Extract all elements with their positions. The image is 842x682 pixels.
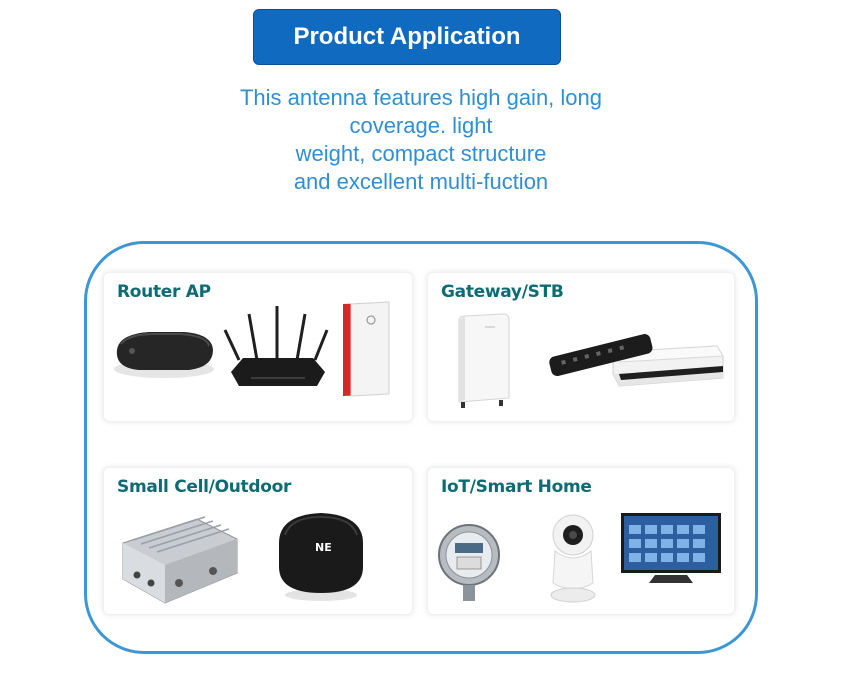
applications-frame [84, 241, 758, 654]
smart-meter-image [438, 524, 500, 601]
panel-title-small-cell: Small Cell/Outdoor [117, 477, 292, 497]
panel-router-ap: Router AP [103, 272, 413, 422]
router-antennas-image [223, 306, 329, 386]
panel-iot-smart-home: IoT/Smart Home [427, 467, 735, 615]
smart-camera-image [550, 514, 596, 603]
description-line-4: and excellent multi-fuction [293, 169, 549, 194]
outdoor-unit-image [122, 516, 238, 604]
gateway-image [458, 313, 510, 408]
description-line-1: This antenna features high gain, long [239, 85, 603, 110]
small-cell-round-image: NE [279, 513, 363, 601]
panel-small-cell-outdoor: Small Cell/Outdoor NE [103, 467, 413, 615]
product-application-title: Product Application [253, 9, 561, 65]
antenna-description: This antenna features high gain, long co… [180, 84, 662, 196]
panel-title-router-ap: Router AP [117, 282, 211, 302]
smart-tv-image [621, 513, 721, 583]
panel-title-gateway-stb: Gateway/STB [441, 282, 564, 302]
description-line-3: weight, compact structure [295, 141, 547, 166]
panel-gateway-stb: Gateway/STB [427, 272, 735, 422]
set-top-box-image [549, 334, 724, 387]
svg-text:NE: NE [315, 541, 332, 554]
description-line-2: coverage. light [349, 113, 493, 138]
router-oval-image [114, 332, 214, 378]
router-tower-image [343, 301, 390, 397]
panel-title-iot-smart-home: IoT/Smart Home [441, 477, 592, 497]
